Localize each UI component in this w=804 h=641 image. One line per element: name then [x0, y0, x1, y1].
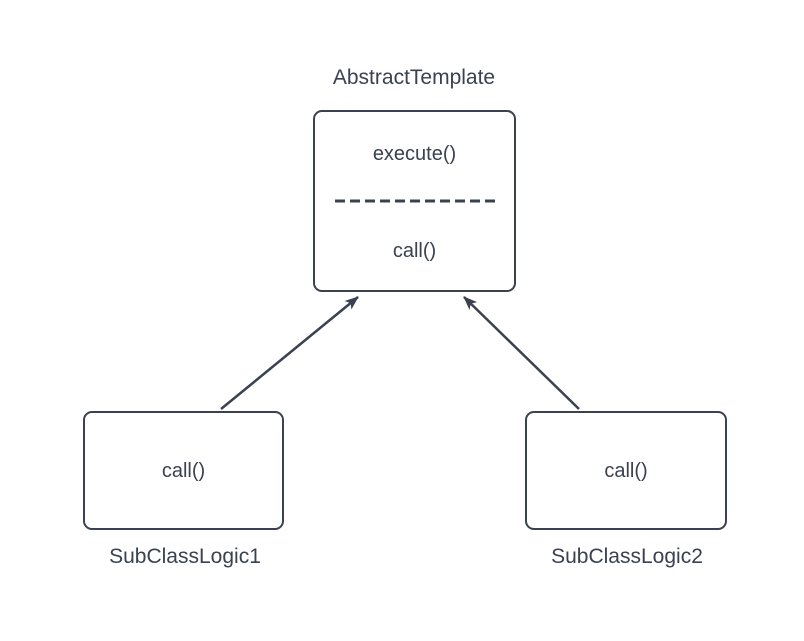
inheritance-arrow-right [463, 296, 580, 410]
inheritance-arrow-left [220, 296, 359, 410]
subclass2-method-call: call() [604, 459, 648, 482]
abstract-method-call: call() [392, 240, 437, 262]
abstract-class-box: execute() call() [313, 110, 516, 292]
abstract-method-execute: execute() [372, 143, 457, 165]
subclass2-title: SubClassLogic2 [551, 545, 703, 568]
abstract-class-title: AbstractTemplate [332, 66, 496, 89]
subclass2-box: call() [525, 411, 727, 530]
subclass1-method-call: call() [161, 459, 206, 482]
subclass1-title: SubClassLogic1 [109, 545, 261, 568]
subclass1-box: call() [83, 411, 284, 530]
dashed-divider [335, 199, 495, 203]
